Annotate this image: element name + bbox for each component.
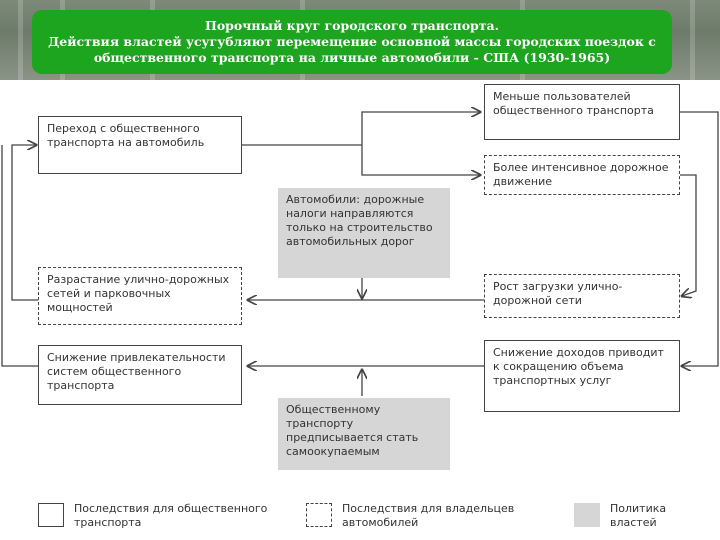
legend-dashed-swatch xyxy=(306,503,332,527)
box-network-load: Рост загрузки улично-дорожной сети xyxy=(484,274,680,318)
legend-solid-swatch xyxy=(38,503,64,527)
arrow-to-more-traffic xyxy=(361,145,480,175)
box-attractiveness-label: Снижение привлекательности систем общест… xyxy=(47,351,226,392)
box-self-financing: Общественному транспорту предписывается … xyxy=(278,398,450,470)
arrow-to-fewer-users xyxy=(361,112,480,145)
box-fewer-users-label: Меньше пользователей общественного транс… xyxy=(493,90,654,117)
title-banner: Порочный круг городского транспорта. Дей… xyxy=(32,10,672,74)
arrow-streets-to-transition xyxy=(11,145,38,301)
title-line-3: общественного транспорта на личные автом… xyxy=(93,50,611,65)
box-self-financing-label: Общественному транспорту предписывается … xyxy=(286,403,419,458)
box-transition-label: Переход с общественного транспорта на ав… xyxy=(47,122,205,149)
legend-car-owners: Последствия для владельцев автомобилей xyxy=(342,502,515,529)
arrow-more-traffic-to-load xyxy=(680,174,697,296)
arrow-attractiveness-to-transition xyxy=(1,145,38,367)
box-income-drop: Снижение доходов приводит к сокращению о… xyxy=(484,340,680,412)
box-car-taxes: Автомобили: дорожные налоги направляются… xyxy=(278,188,450,278)
box-car-taxes-label: Автомобили: дорожные налоги направляются… xyxy=(286,193,433,248)
box-transition: Переход с общественного транспорта на ав… xyxy=(38,116,242,174)
arrow-fewer-users-to-income xyxy=(680,111,719,366)
legend-public-transport: Последствия для общественного транспорта xyxy=(74,502,268,529)
box-more-traffic-label: Более интенсивное дорожное движение xyxy=(493,161,669,188)
box-network-load-label: Рост загрузки улично-дорожной сети xyxy=(493,280,623,307)
box-fewer-users: Меньше пользователей общественного транс… xyxy=(484,84,680,140)
box-income-drop-label: Снижение доходов приводит к сокращению о… xyxy=(493,346,664,387)
legend-gray-swatch xyxy=(574,503,600,527)
box-more-traffic: Более интенсивное дорожное движение xyxy=(484,155,680,195)
box-attractiveness: Снижение привлекательности систем общест… xyxy=(38,345,242,405)
box-street-growth-label: Разрастание улично-дорожных сетей и парк… xyxy=(47,273,230,314)
title-line-2: Действия властей усугубляют перемещение … xyxy=(48,34,656,49)
box-street-growth: Разрастание улично-дорожных сетей и парк… xyxy=(38,267,242,325)
legend-policy: Политика властей xyxy=(610,502,667,529)
title-line-1: Порочный круг городского транспорта. xyxy=(205,18,499,33)
